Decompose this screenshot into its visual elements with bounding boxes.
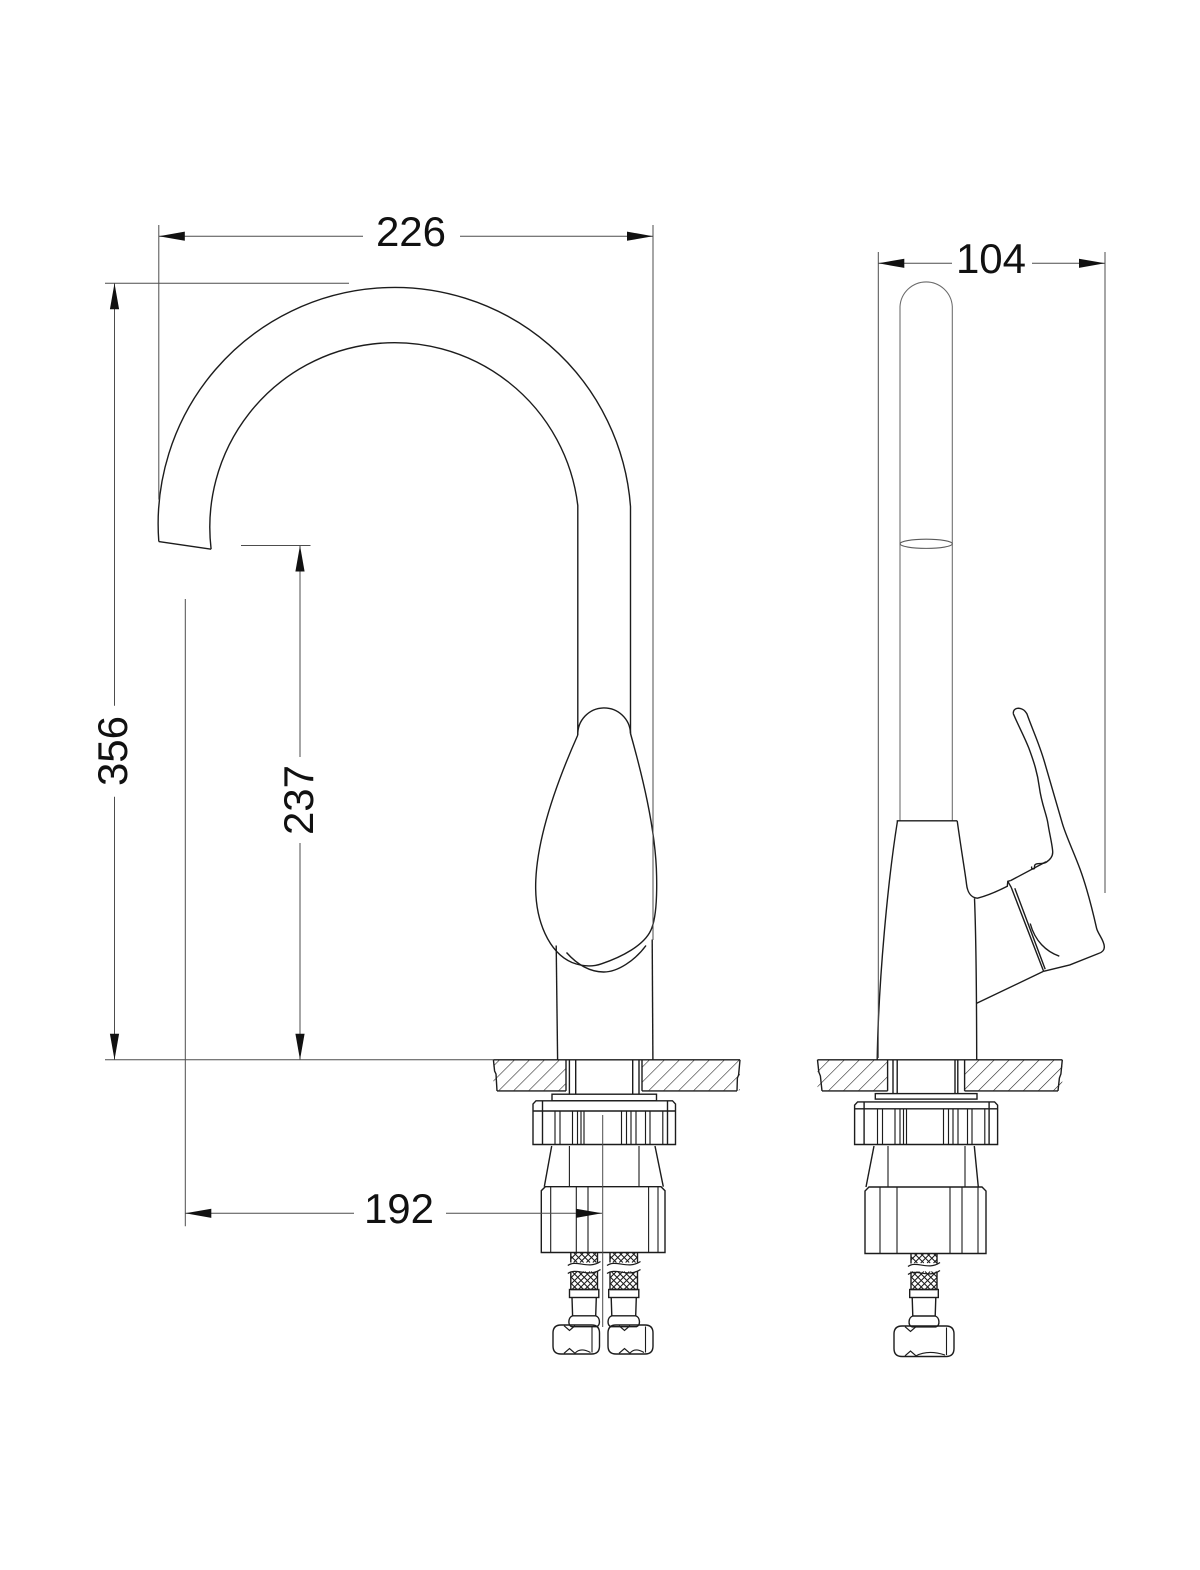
svg-text:356: 356 <box>89 716 136 786</box>
svg-text:226: 226 <box>376 208 446 255</box>
svg-text:237: 237 <box>275 765 322 835</box>
svg-text:192: 192 <box>364 1185 434 1232</box>
svg-text:104: 104 <box>956 235 1026 282</box>
